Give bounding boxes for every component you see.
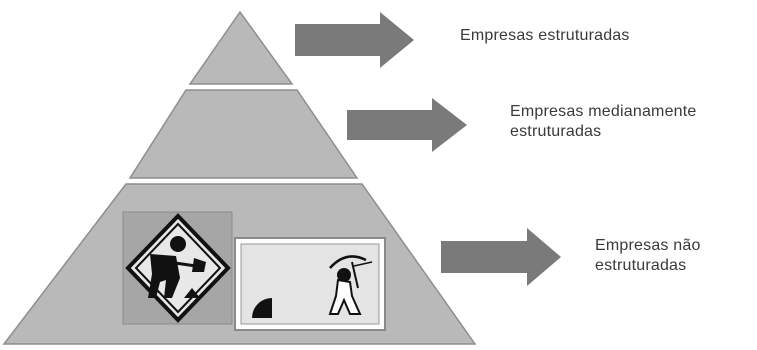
label-middle-line-1: Empresas medianamente	[510, 103, 697, 120]
arrow-bottom	[441, 228, 561, 286]
label-bottom-line-2: estruturadas	[595, 257, 687, 274]
mining-worker-icon	[234, 237, 386, 331]
pyramid-tier-middle	[128, 89, 359, 179]
arrow-top	[295, 12, 414, 68]
label-bottom-line-1: Empresas não	[595, 237, 701, 254]
arrow-middle	[347, 98, 467, 152]
label-top-line-1: Empresas estruturadas	[460, 27, 630, 44]
pyramid-tier-top	[188, 10, 294, 85]
construction-worker-sign-icon	[122, 211, 233, 325]
label-bottom-tier: Empresas não estruturadas	[595, 236, 701, 276]
label-middle-line-2: estruturadas	[510, 123, 602, 140]
label-top-tier: Empresas estruturadas	[460, 26, 630, 46]
label-middle-tier: Empresas medianamente estruturadas	[510, 102, 697, 142]
